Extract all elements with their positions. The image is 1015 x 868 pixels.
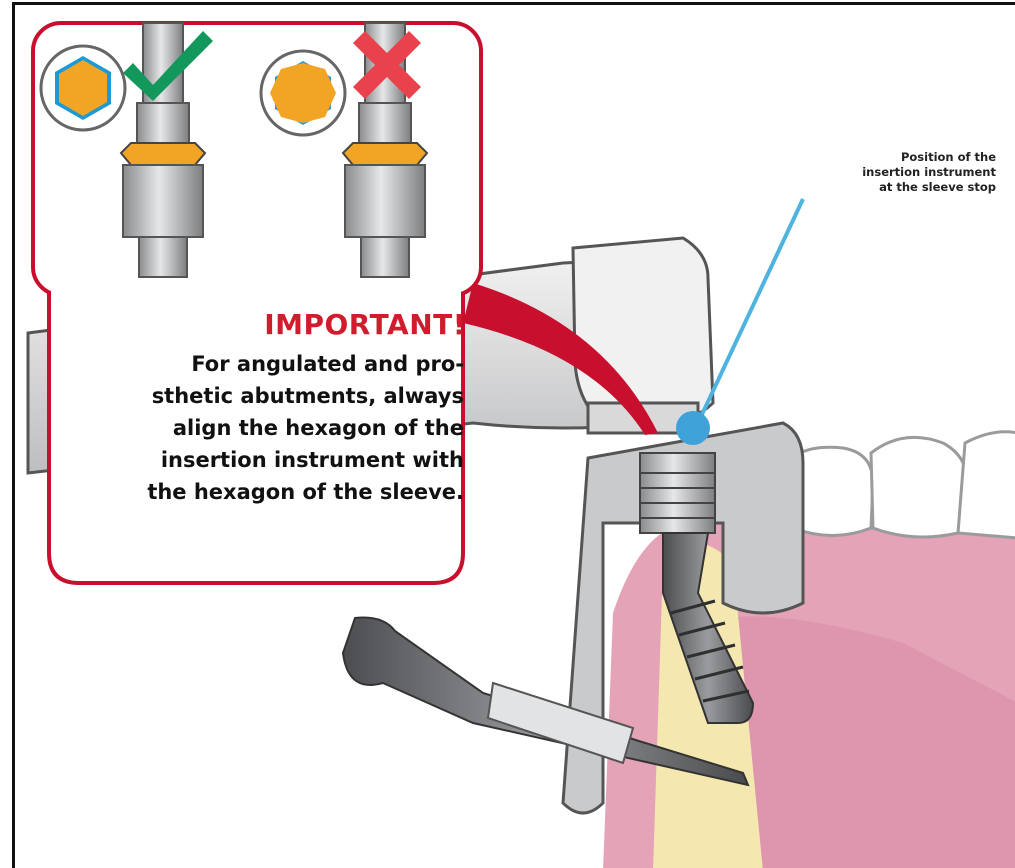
callout-line: align the hexagon of the <box>72 412 464 444</box>
annotation-line: Position of the <box>790 150 996 165</box>
callout-body: For angulated and pro- sthetic abutments… <box>72 348 464 508</box>
teeth <box>783 432 1015 538</box>
callout-line: insertion instrument with <box>72 444 464 476</box>
callout-heading: IMPORTANT! <box>150 308 466 341</box>
callout-line: the hexagon of the sleeve. <box>72 476 464 508</box>
callout-line: sthetic abutments, always <box>72 380 464 412</box>
annotation-line: at the sleeve stop <box>790 180 996 195</box>
annotation-label: Position of the insertion instrument at … <box>790 150 996 195</box>
annotation-line: insertion instrument <box>790 165 996 180</box>
handpiece-head <box>573 238 713 423</box>
sleeve-stop-marker <box>676 411 710 445</box>
callout-line: For angulated and pro- <box>72 348 464 380</box>
annotation-pointer <box>698 199 803 423</box>
